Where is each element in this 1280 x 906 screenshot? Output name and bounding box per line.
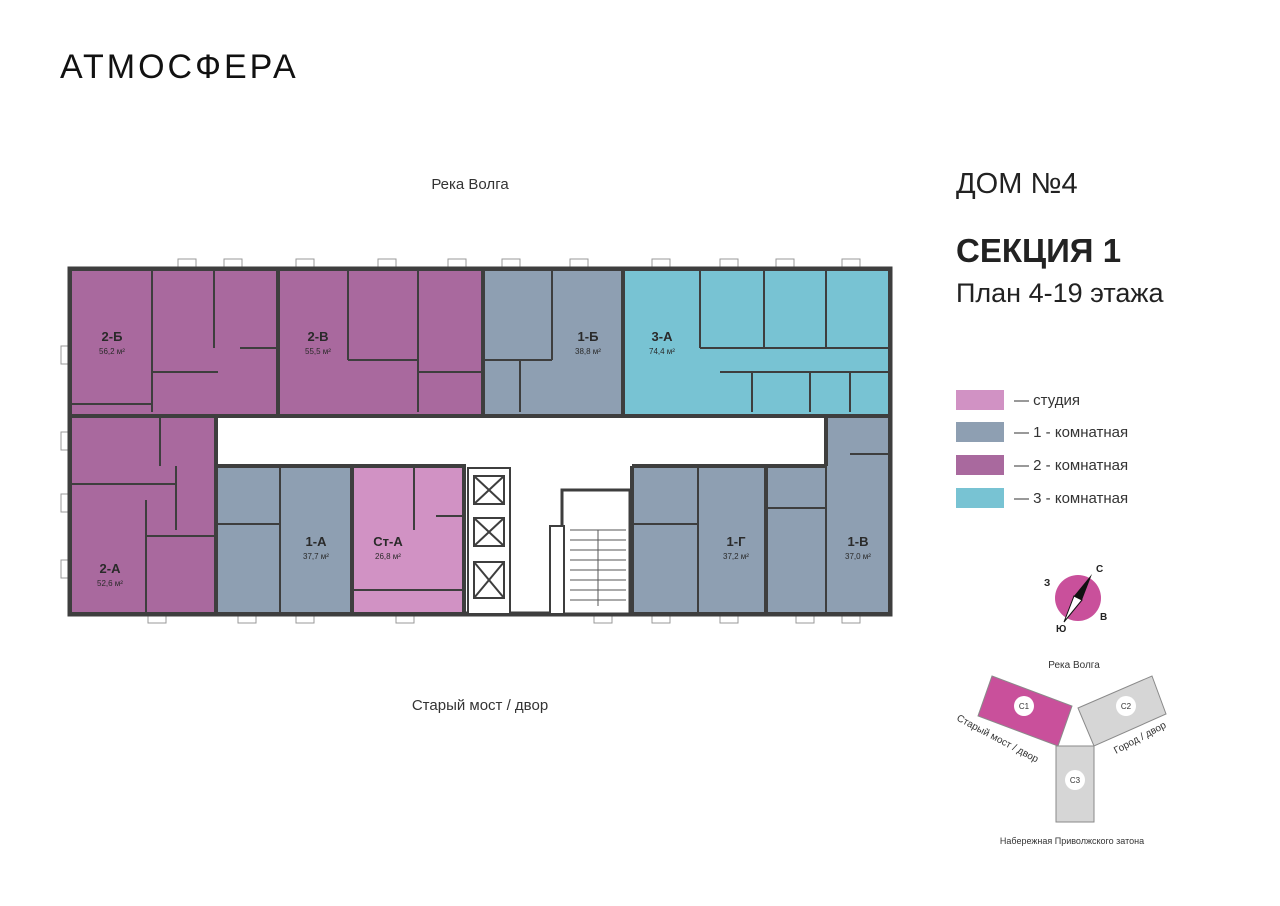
legend-item-studio: — студия xyxy=(956,390,1080,410)
section-title: СЕКЦИЯ 1 xyxy=(956,232,1122,269)
site-c2-label: С2 xyxy=(1121,702,1132,711)
site-c3-label: С3 xyxy=(1070,776,1081,785)
apartment-1b-label: 1-Б xyxy=(578,329,599,344)
apartment-1g-label: 1-Г xyxy=(727,534,747,549)
apartment-2b-area xyxy=(72,271,278,414)
site-c1-label: С1 xyxy=(1019,702,1030,711)
apartment-3a-area-label: 74,4 м² xyxy=(649,347,675,356)
apartment-1a-area-label: 37,7 м² xyxy=(303,552,329,561)
apartment-3a-area xyxy=(624,271,888,414)
elevator-core xyxy=(467,467,511,615)
river-label-top: Река Волга xyxy=(431,176,509,193)
apartment-st-a-area xyxy=(354,468,462,612)
apartment-2b-label: 2-Б xyxy=(102,329,123,344)
apartment-1b-area xyxy=(484,271,623,414)
site-label-bottom: Набережная Приволжского затона xyxy=(1000,836,1144,846)
apartment-1a-label: 1-А xyxy=(306,534,328,549)
compass-south: Ю xyxy=(1056,624,1066,635)
legend-item-one-room: — 1 - комнатная xyxy=(956,422,1128,442)
apartment-3a-label: 3-А xyxy=(652,329,674,344)
apartment-2v-label: 2-В xyxy=(308,329,329,344)
apartment-2v-area xyxy=(279,271,483,414)
apartment-1a-area xyxy=(218,468,351,612)
site-label-top: Река Волга xyxy=(1048,660,1100,671)
legend-label: — 3 - комнатная xyxy=(1014,489,1129,507)
room-partitions xyxy=(72,271,888,612)
legend-swatch xyxy=(956,422,1004,442)
legend-swatch xyxy=(956,488,1004,508)
apartment-labels: 2-Б 56,2 м² 2-В 55,5 м² 1-Б 38,8 м² 3-А … xyxy=(97,329,871,588)
brand-logo: АТМОСФЕРА xyxy=(60,48,299,86)
compass-west: З xyxy=(1044,578,1050,589)
site-marker-c3 xyxy=(1065,770,1085,790)
apartment-1g-area-label: 37,2 м² xyxy=(723,552,749,561)
apartment-2a-area xyxy=(72,418,215,612)
compass-icon: С В Ю З xyxy=(1044,564,1107,635)
legend-swatch xyxy=(956,390,1004,410)
walls xyxy=(70,269,890,614)
apartment-1b-area-label: 38,8 м² xyxy=(575,347,601,356)
plan-title: План 4-19 этажа xyxy=(956,278,1164,308)
site-marker-c2 xyxy=(1116,696,1136,716)
legend-item-three-room: — 3 - комнатная xyxy=(956,488,1128,508)
legend-label: — 1 - комнатная xyxy=(1014,423,1129,441)
apartment-2v-area-label: 55,5 м² xyxy=(305,347,331,356)
site-marker-c1 xyxy=(1014,696,1034,716)
apartment-2a-area-label: 52,6 м² xyxy=(97,579,123,588)
corridor xyxy=(218,418,824,464)
windows-bottom xyxy=(147,613,861,624)
legend-label: — 2 - комнатная xyxy=(1014,456,1129,474)
legend-label: — студия xyxy=(1014,391,1080,409)
legend-item-two-room: — 2 - комнатная xyxy=(956,455,1128,475)
house-title: ДОМ №4 xyxy=(956,168,1078,200)
legend-swatch xyxy=(956,455,1004,475)
compass-north: С xyxy=(1096,564,1103,575)
apartment-1v-area-label: 37,0 м² xyxy=(845,552,871,561)
apartment-2b-area-label: 56,2 м² xyxy=(99,347,125,356)
apartment-2a-label: 2-А xyxy=(100,561,122,576)
site-plan: Река Волга С1 С2 С3 Старый мост / двор Г… xyxy=(955,660,1169,846)
apartment-1v-label: 1-В xyxy=(848,534,869,549)
apartment-st-a-label: Ст-А xyxy=(373,534,403,549)
apartment-1g-area xyxy=(634,468,767,612)
river-label-bottom: Старый мост / двор xyxy=(411,697,549,714)
staircase xyxy=(549,488,632,616)
compass-east: В xyxy=(1100,612,1107,623)
apartment-st-a-area-label: 26,8 м² xyxy=(375,552,401,561)
